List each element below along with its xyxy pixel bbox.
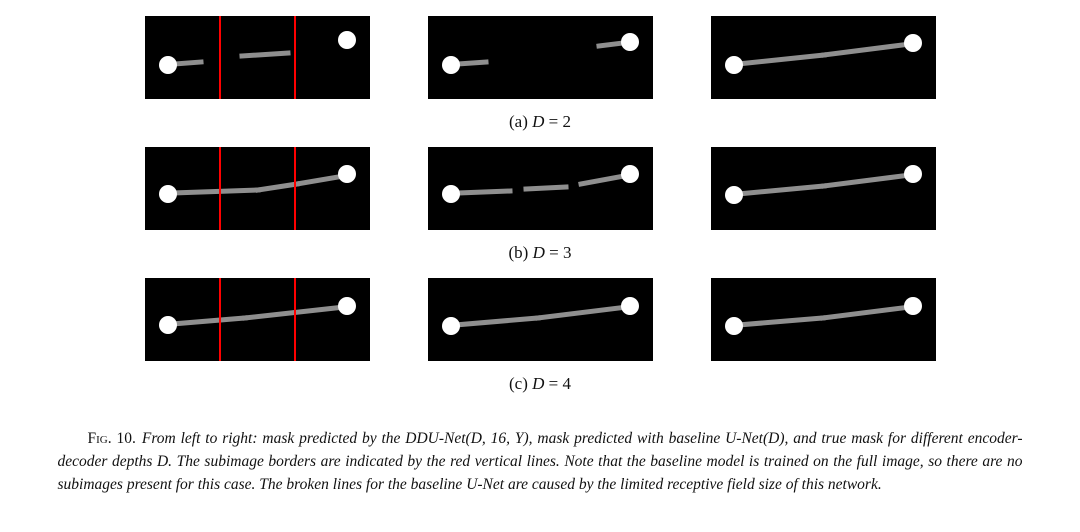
mask-image-d3-unet [427,147,653,230]
row-d4: (c) D = 4 [0,278,1080,394]
subcaption-a-variable: D [532,112,545,131]
mask-image-d3-ddu-net [144,147,370,230]
mask-image-d2-unet [427,16,653,99]
subcaption-b-label: (b) [508,243,533,262]
mask-image-d4-ddu-net [144,278,370,361]
mask-image-d4-unet [427,278,653,361]
mask-image-d3-true [710,147,936,230]
row-d2: (a) D = 2 [0,16,1080,132]
panel-d4-unet-mask [427,278,653,361]
row-d3: (b) D = 3 [0,147,1080,263]
panel-row-d3 [0,147,1080,230]
panel-row-d4 [0,278,1080,361]
subcaption-b: (b) D = 3 [0,243,1080,263]
figure-caption: Fig. 10.From left to right: mask predict… [58,428,1023,496]
panel-d4-true-mask [710,278,936,361]
panel-d2-unet-mask [427,16,653,99]
subcaption-c-variable: D [532,374,545,393]
panel-d3-ddu-net-mask [144,147,370,230]
subcaption-c: (c) D = 4 [0,374,1080,394]
figure-caption-text: From left to right: mask predicted by th… [57,430,1023,493]
panel-d3-true-mask [710,147,936,230]
panel-d2-ddu-net-mask [144,16,370,99]
mask-image-d2-true [710,16,936,99]
mask-image-d4-true [710,278,936,361]
figure-caption-label: Fig. 10. [87,430,136,447]
panel-d3-unet-mask [427,147,653,230]
subcaption-c-label: (c) [509,374,533,393]
subcaption-b-value: = 3 [544,243,572,262]
panel-d2-true-mask [710,16,936,99]
panel-row-d2 [0,16,1080,99]
subcaption-b-variable: D [532,243,545,262]
subcaption-a-value: = 2 [544,112,571,131]
subcaption-c-value: = 4 [544,374,571,393]
subcaption-a: (a) D = 2 [0,112,1080,132]
mask-image-d2-ddu-net [144,16,370,99]
panel-d4-ddu-net-mask [144,278,370,361]
subcaption-a-label: (a) [509,112,533,131]
